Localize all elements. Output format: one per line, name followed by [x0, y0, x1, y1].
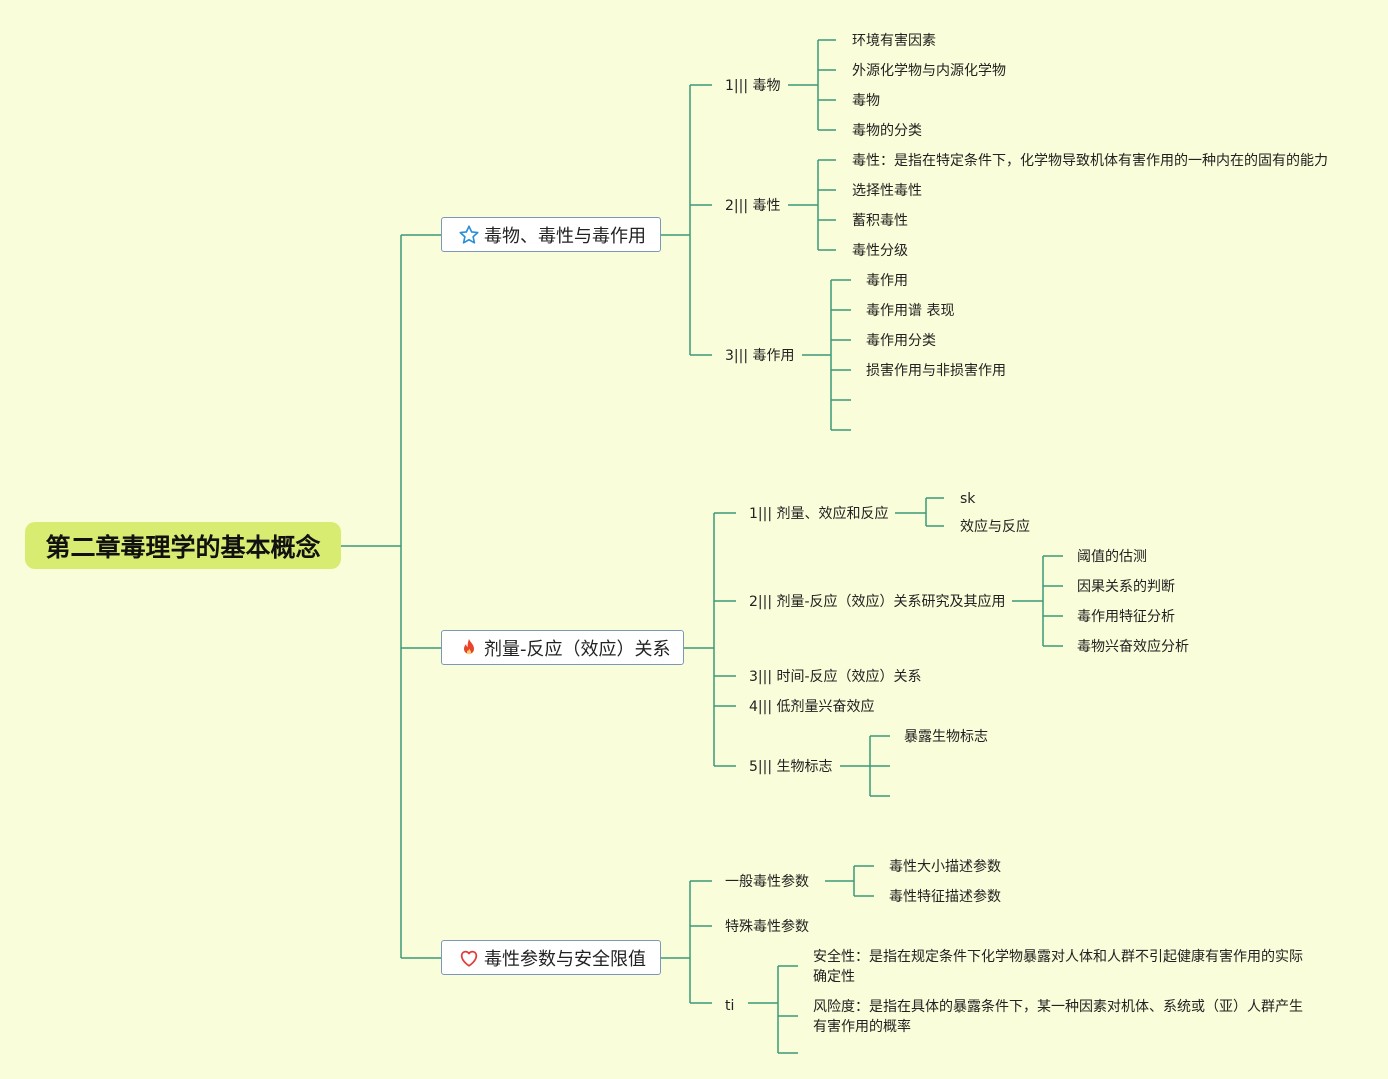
list-item[interactable]: 蓄积毒性 [852, 213, 908, 229]
list-item[interactable]: 毒作用特征分析 [1077, 609, 1175, 625]
list-item[interactable]: 损害作用与非损害作用 [866, 363, 1006, 379]
list-item[interactable]: 阈值的估测 [1077, 549, 1147, 565]
list-item[interactable]: 因果关系的判断 [1077, 579, 1175, 595]
list-item[interactable]: sk [960, 491, 976, 507]
fire-icon [458, 637, 480, 659]
list-item[interactable]: 毒作用 [866, 273, 908, 289]
topic-toxicant[interactable]: 1||| 毒物 [725, 78, 781, 94]
branch-toxicity-parameters[interactable]: 毒性参数与安全限值 [441, 940, 661, 975]
topic-general-parameters[interactable]: 一般毒性参数 [725, 874, 809, 890]
topic-biomarker[interactable]: 5||| 生物标志 [749, 759, 833, 775]
list-item[interactable]: 效应与反应 [960, 519, 1030, 535]
topic-hormesis[interactable]: 4||| 低剂量兴奋效应 [749, 699, 875, 715]
root-topic[interactable]: 第二章毒理学的基本概念 [25, 522, 341, 569]
branch-toxicant-toxicity[interactable]: 毒物、毒性与毒作用 [441, 217, 661, 252]
topic-ti[interactable]: ti [725, 998, 735, 1014]
topic-special-parameters[interactable]: 特殊毒性参数 [725, 919, 809, 935]
list-item[interactable]: 毒物兴奋效应分析 [1077, 639, 1189, 655]
list-item[interactable]: 毒性：是指在特定条件下，化学物导致机体有害作用的一种内在的固有的能力 [852, 153, 1328, 169]
star-icon [458, 224, 480, 246]
list-item[interactable]: 风险度：是指在具体的暴露条件下，某一种因素对机体、系统或（亚）人群产生有害作用的… [813, 999, 1303, 1035]
list-item[interactable]: 环境有害因素 [852, 33, 936, 49]
list-item[interactable]: 暴露生物标志 [904, 729, 988, 745]
branch-dose-response[interactable]: 剂量-反应（效应）关系 [441, 630, 684, 665]
topic-dose-response-study[interactable]: 2||| 剂量-反应（效应）关系研究及其应用 [749, 594, 1006, 610]
topic-toxicity[interactable]: 2||| 毒性 [725, 198, 781, 214]
topic-time-response[interactable]: 3||| 时间-反应（效应）关系 [749, 669, 922, 685]
list-item[interactable]: 毒性特征描述参数 [889, 889, 1001, 905]
list-item[interactable]: 毒性大小描述参数 [889, 859, 1001, 875]
list-item[interactable]: 外源化学物与内源化学物 [852, 63, 1006, 79]
list-item[interactable]: 毒作用谱 表现 [866, 303, 955, 319]
heart-icon [458, 947, 480, 969]
list-item[interactable]: 选择性毒性 [852, 183, 922, 199]
branch-label: 毒物、毒性与毒作用 [484, 225, 646, 247]
list-item[interactable]: 毒性分级 [852, 243, 908, 259]
list-item[interactable]: 毒作用分类 [866, 333, 936, 349]
branch-label: 毒性参数与安全限值 [484, 948, 646, 970]
list-item[interactable]: 安全性：是指在规定条件下化学物暴露对人体和人群不引起健康有害作用的实际确定性 [813, 949, 1303, 985]
list-item[interactable]: 毒物的分类 [852, 123, 922, 139]
topic-toxic-effect[interactable]: 3||| 毒作用 [725, 348, 795, 364]
list-item[interactable]: 毒物 [852, 93, 880, 109]
topic-dose-effect[interactable]: 1||| 剂量、效应和反应 [749, 506, 889, 522]
branch-label: 剂量-反应（效应）关系 [484, 638, 671, 660]
